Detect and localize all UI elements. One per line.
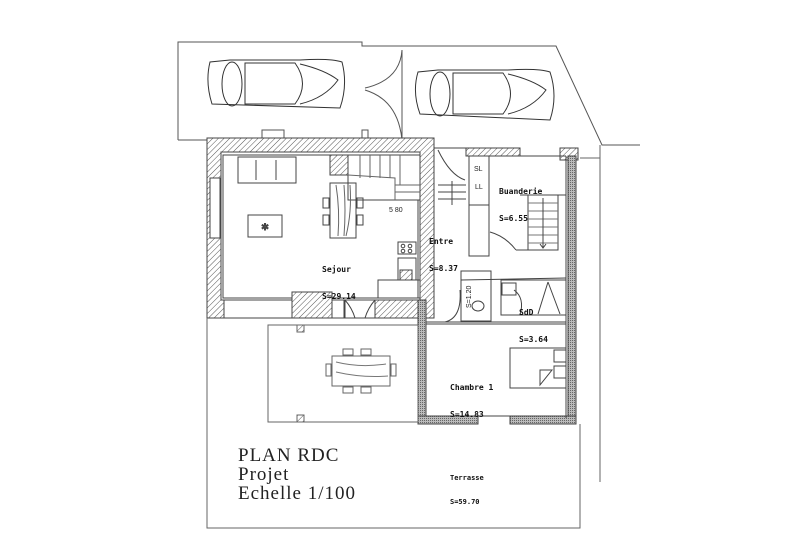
sdd-wc: [426, 270, 567, 323]
entre-hall: [434, 147, 466, 205]
room-label-entre: Entre S=8.37: [429, 219, 458, 282]
room-name: Terrasse: [450, 474, 484, 482]
chambre-1: [425, 323, 567, 417]
room-name: Chambre 1: [450, 383, 494, 392]
car-left: [207, 58, 346, 109]
room-name: Entre: [429, 237, 454, 246]
room-label-buanderie: Buanderie S=6.55: [499, 169, 542, 232]
buanderie: [468, 155, 567, 418]
room-area: S=14.83: [450, 410, 484, 419]
room-area: S=59.70: [450, 498, 480, 506]
room-name: Buanderie: [499, 187, 543, 196]
room-label-wc: S=1.20: [466, 285, 473, 308]
terrasse: [206, 145, 601, 529]
svg-text:✲: ✲: [261, 223, 269, 233]
room-label-sejour: Sejour S=29.14: [322, 247, 356, 310]
room-label-chambre-1: Chambre 1 S=14.83: [450, 365, 493, 428]
parking-area: [177, 41, 640, 146]
title-line-plan: PLAN RDC: [238, 445, 340, 466]
drawing-title: PLAN RDC Projet Echelle 1/100: [238, 446, 356, 503]
ll-label: LL: [475, 184, 483, 191]
room-label-sdd: SdD S=3.64: [519, 290, 548, 353]
room-name: Sejour: [322, 265, 351, 274]
sejour-interior: ✲: [209, 154, 421, 319]
room-label-terrasse: Terrasse S=59.70: [450, 458, 484, 514]
room-area: S=6.55: [499, 214, 528, 223]
title-line-projet: Projet: [238, 464, 290, 485]
room-area: S=29.14: [322, 292, 356, 301]
room-area: S=3.64: [519, 335, 548, 344]
title-line-scale: Echelle 1/100: [238, 483, 356, 504]
room-name: SdD: [519, 308, 534, 317]
car-right: [414, 68, 555, 121]
sl-label: SL: [474, 166, 483, 173]
room-area: S=8.37: [429, 264, 458, 273]
stair-dimension: 5 80: [389, 207, 403, 214]
